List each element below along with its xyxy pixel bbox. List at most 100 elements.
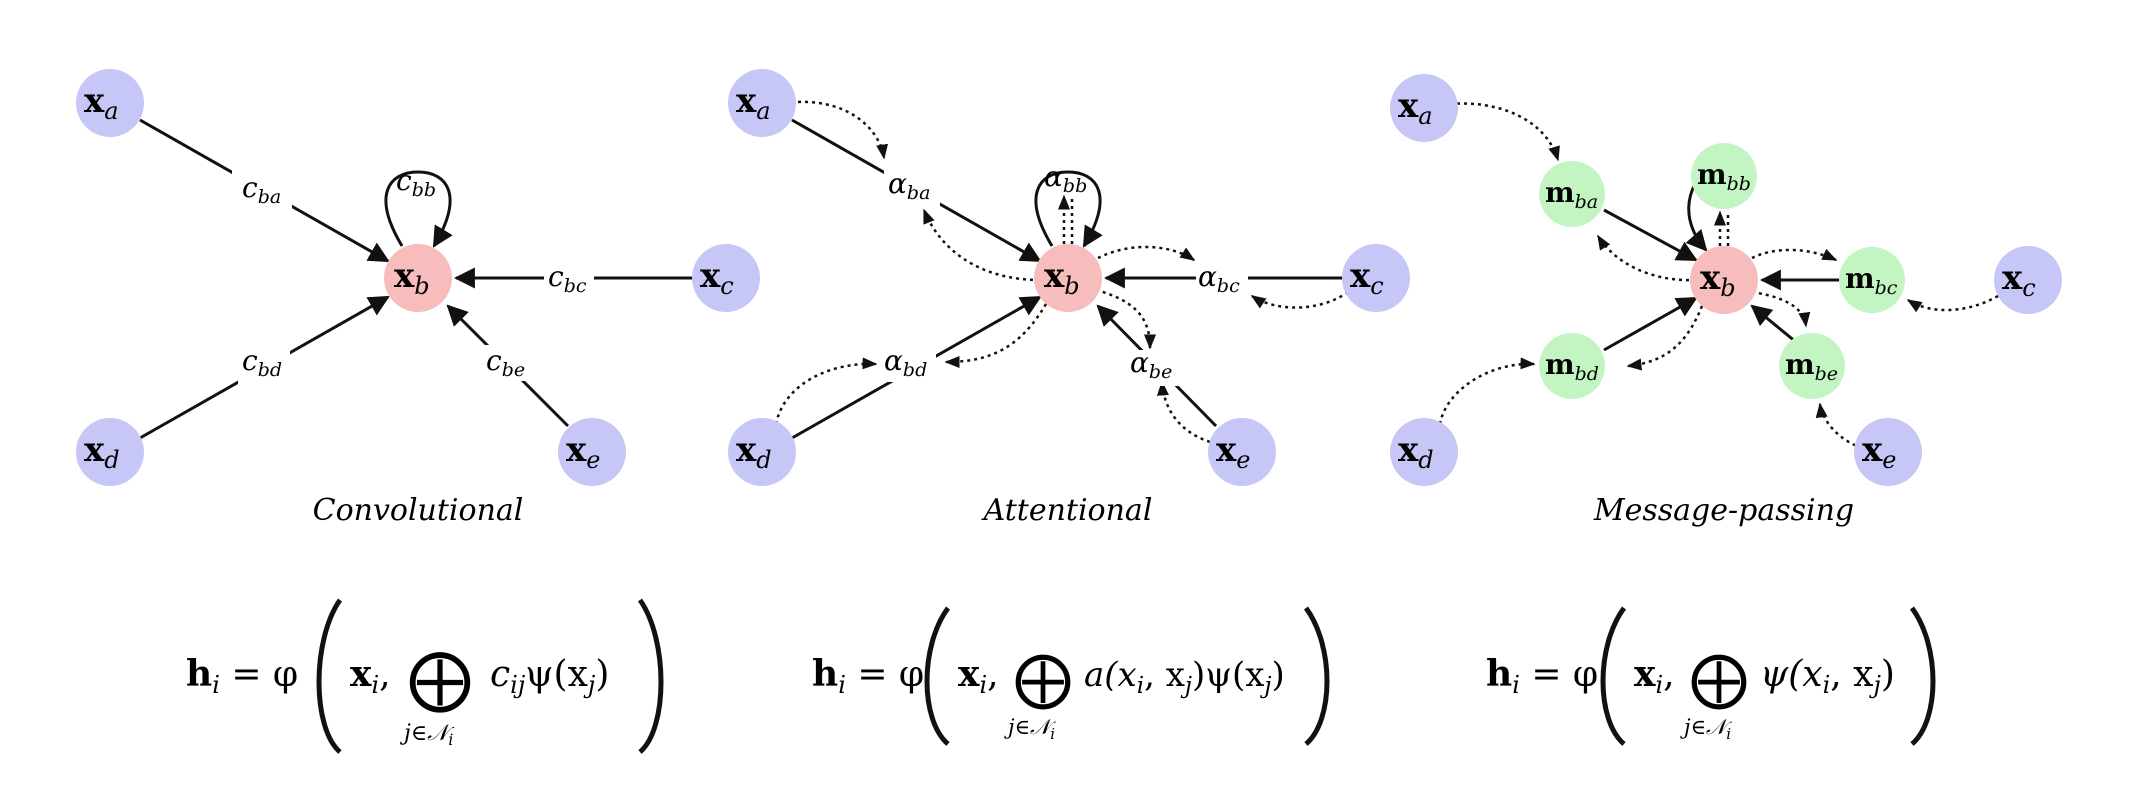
node-x-b bbox=[1034, 244, 1102, 312]
svg-text:xa: xa bbox=[736, 81, 771, 125]
svg-text:xd: xd bbox=[736, 430, 772, 474]
svg-text:j∈𝒩i: j∈𝒩i bbox=[399, 721, 455, 749]
svg-text:mba: mba bbox=[1545, 176, 1598, 213]
caption-convolutional: Convolutional bbox=[313, 493, 524, 528]
svg-text:xc: xc bbox=[1350, 256, 1384, 300]
edge-label-c-bc: cbc bbox=[548, 260, 587, 297]
svg-text:xc: xc bbox=[700, 256, 734, 300]
paren-left bbox=[316, 598, 343, 754]
svg-text:xi,: xi, bbox=[958, 653, 999, 699]
attn-flow-c bbox=[1250, 290, 1349, 309]
equation-attentional: hi = φ xi, ⨁ j∈𝒩i a(xi, xj)ψ(xj) bbox=[812, 606, 1330, 746]
equation-convolutional: hi = φ xi, ⨁ j∈𝒩i cijψ(xj) bbox=[186, 598, 664, 754]
node-m-ba bbox=[1539, 161, 1605, 227]
caption-message-passing: Message-passing bbox=[1593, 493, 1854, 528]
msg-flow-ba-out bbox=[1596, 234, 1697, 282]
paren-left bbox=[924, 606, 951, 746]
paren-right bbox=[1909, 606, 1936, 746]
node-x-e bbox=[1854, 418, 1922, 486]
edge-label-alpha-bb: αbb bbox=[1044, 160, 1087, 197]
svg-text:hi = φ: hi = φ bbox=[812, 653, 924, 699]
msg-flow-bc-out bbox=[1751, 248, 1838, 262]
svg-text:hi = φ: hi = φ bbox=[186, 653, 298, 699]
msg-flow-d bbox=[1438, 357, 1536, 425]
node-x-b bbox=[1690, 246, 1758, 314]
node-x-d bbox=[1390, 418, 1458, 486]
svg-text:mbd: mbd bbox=[1545, 348, 1599, 385]
edge-mba-b bbox=[1603, 208, 1698, 262]
node-x-d bbox=[76, 418, 144, 486]
self-loop-b bbox=[384, 170, 453, 248]
node-x-a bbox=[728, 69, 796, 137]
svg-text:xe: xe bbox=[1862, 430, 1896, 474]
svg-text:mbe: mbe bbox=[1785, 348, 1838, 385]
caption-attentional: Attentional bbox=[981, 493, 1153, 528]
node-x-a bbox=[1390, 74, 1458, 142]
node-x-c bbox=[1994, 246, 2062, 314]
svg-text:cijψ(xj): cijψ(xj) bbox=[490, 654, 609, 699]
oplus-symbol: ⨁ bbox=[408, 642, 472, 716]
attn-flow-be-out bbox=[1095, 288, 1156, 350]
node-x-e bbox=[1208, 418, 1276, 486]
edge-label-c-bb: cbb bbox=[396, 164, 436, 201]
oplus-symbol: ⨁ bbox=[1690, 644, 1748, 712]
svg-text:xb: xb bbox=[394, 256, 430, 300]
node-m-bc bbox=[1839, 247, 1905, 313]
paren-right bbox=[637, 598, 664, 754]
svg-text:xd: xd bbox=[1398, 430, 1434, 474]
svg-text:xb: xb bbox=[1700, 258, 1736, 302]
edge-label-c-ba: cba bbox=[242, 171, 281, 208]
svg-text:mbc: mbc bbox=[1845, 262, 1898, 299]
msg-flow-c bbox=[1906, 294, 1999, 313]
svg-text:xi,: xi, bbox=[350, 653, 391, 699]
edge-label-alpha-bc: αbc bbox=[1198, 260, 1240, 297]
panel-convolutional: cba cbb cbc cbd cbe xa xb xc xd xe Convo… bbox=[76, 69, 760, 528]
edge-label-alpha-be: αbe bbox=[1130, 346, 1172, 383]
paren-right bbox=[1303, 606, 1330, 746]
svg-text:xc: xc bbox=[2002, 258, 2036, 302]
panel-attentional: αba αbb αbc αbd αbe xa xb xc xd xe Atten… bbox=[728, 69, 1410, 528]
paren-left bbox=[1600, 606, 1627, 746]
oplus-symbol: ⨁ bbox=[1014, 644, 1072, 712]
msg-flow-be-out bbox=[1751, 290, 1811, 328]
svg-text:xa: xa bbox=[1398, 86, 1433, 130]
self-loop-b bbox=[1034, 170, 1103, 248]
msg-flow-a bbox=[1449, 102, 1560, 162]
svg-text:xi,: xi, bbox=[1634, 653, 1675, 699]
edge-label-alpha-bd: αbd bbox=[884, 344, 927, 381]
node-m-be bbox=[1779, 333, 1845, 399]
edge-label-c-be: cbe bbox=[486, 344, 525, 381]
attn-flow-d bbox=[774, 357, 878, 425]
node-x-c bbox=[692, 244, 760, 312]
svg-text:ψ(xi, xj): ψ(xi, xj) bbox=[1760, 654, 1895, 699]
node-x-d bbox=[728, 418, 796, 486]
svg-text:xe: xe bbox=[566, 430, 600, 474]
node-x-c bbox=[1342, 244, 1410, 312]
node-x-b bbox=[384, 244, 452, 312]
node-x-a bbox=[76, 69, 144, 137]
svg-text:xa: xa bbox=[84, 81, 119, 125]
attn-flow-e bbox=[1156, 380, 1211, 444]
edge-label-alpha-ba: αba bbox=[888, 167, 930, 204]
svg-text:a(xi, xj)ψ(xj): a(xi, xj)ψ(xj) bbox=[1084, 655, 1285, 699]
edge-mbe-b bbox=[1750, 304, 1797, 344]
panel-message-passing: mba mbb mbc mbd mbe xa xb xc xd xe Messa… bbox=[1390, 74, 2062, 528]
attn-flow-bc-out bbox=[1097, 245, 1196, 262]
svg-text:xd: xd bbox=[84, 430, 120, 474]
svg-text:mbb: mbb bbox=[1697, 158, 1751, 195]
node-x-e bbox=[558, 418, 626, 486]
node-m-bb bbox=[1691, 143, 1757, 209]
svg-text:j∈𝒩i: j∈𝒩i bbox=[1680, 715, 1732, 743]
attn-flow-a bbox=[797, 100, 889, 160]
svg-text:j∈𝒩i: j∈𝒩i bbox=[1004, 715, 1056, 743]
edge-mbd-b bbox=[1603, 296, 1698, 352]
equation-message-passing: hi = φ xi, ⨁ j∈𝒩i ψ(xi, xj) bbox=[1486, 606, 1936, 746]
edge-label-c-bd: cbd bbox=[242, 344, 282, 381]
svg-text:xe: xe bbox=[1216, 430, 1250, 474]
attn-flow-ba-out bbox=[922, 208, 1041, 282]
node-m-bd bbox=[1539, 333, 1605, 399]
attn-flow-bd-out bbox=[944, 303, 1048, 368]
svg-text:hi = φ: hi = φ bbox=[1486, 653, 1598, 699]
svg-text:xb: xb bbox=[1044, 256, 1080, 300]
